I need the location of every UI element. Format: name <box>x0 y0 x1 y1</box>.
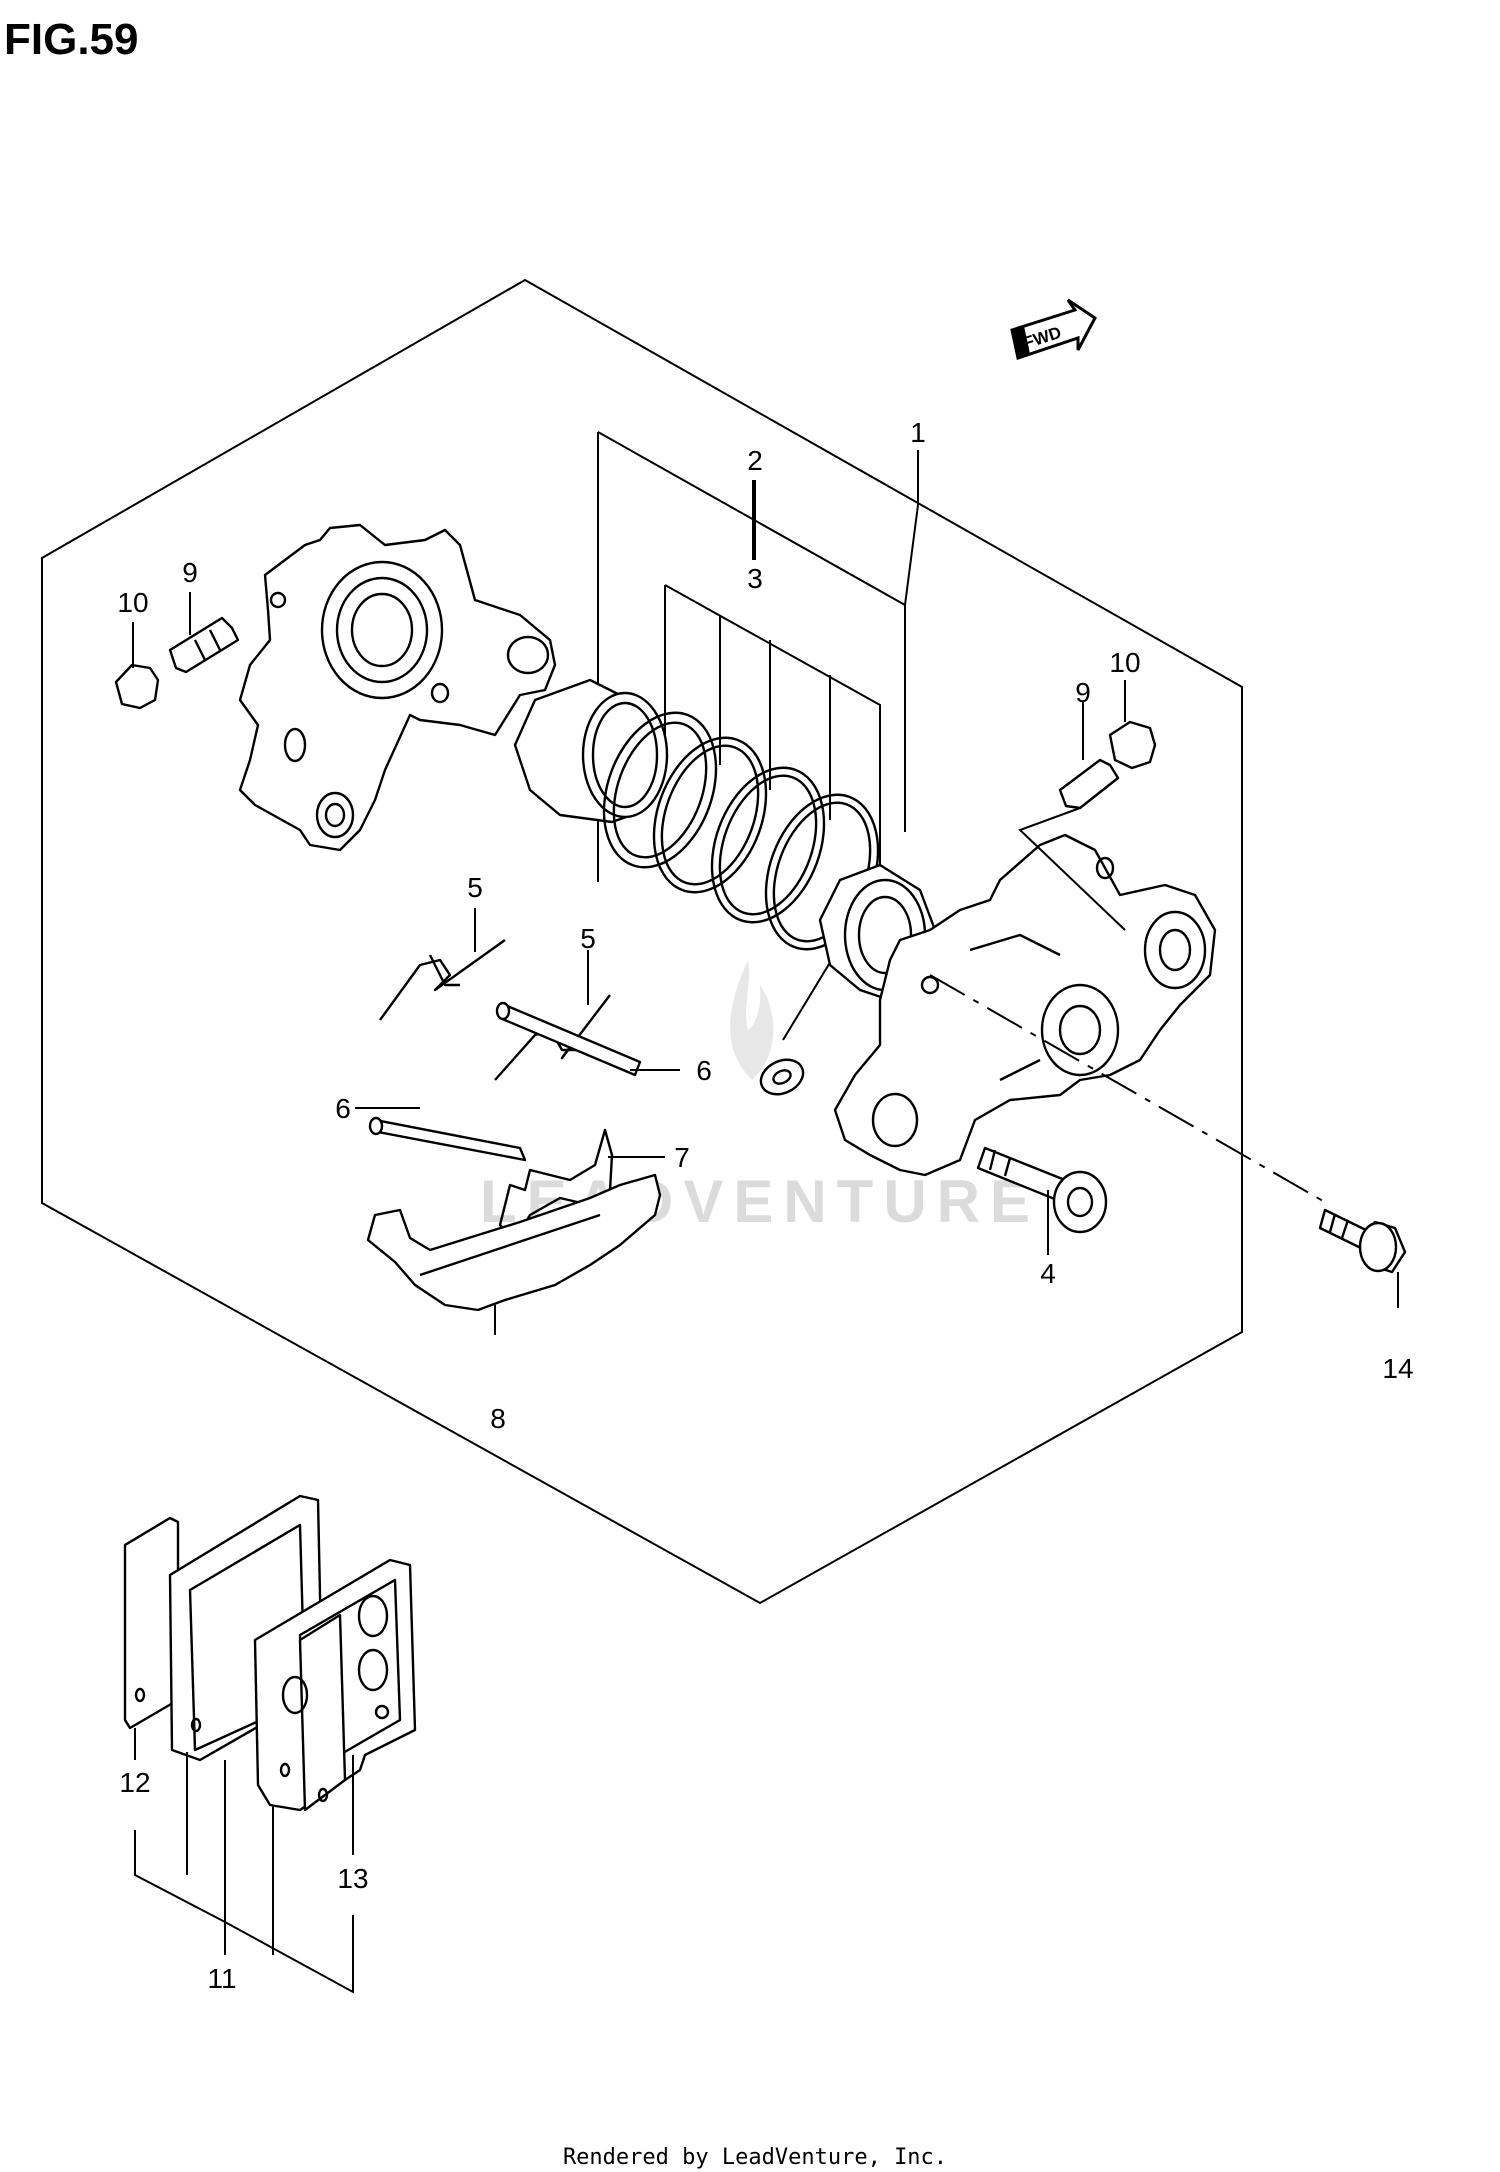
callout-5-left: 5 <box>467 872 483 903</box>
callout-5-right: 5 <box>580 923 596 954</box>
pad-retainer-clip <box>498 1128 614 1242</box>
washer-hole <box>772 1069 792 1085</box>
callout-3: 3 <box>747 563 763 594</box>
caliper-body-right <box>833 833 1217 1177</box>
callout-13: 13 <box>337 1863 368 1894</box>
callout-14: 14 <box>1382 1353 1413 1384</box>
callout-9-right: 9 <box>1075 677 1091 708</box>
bleeder-screw-right <box>1058 758 1120 810</box>
figure-title: FIG.59 <box>4 15 139 64</box>
callout-11: 11 <box>207 1963 236 1994</box>
callout-7: 7 <box>674 1142 690 1173</box>
callout-2: 2 <box>747 445 763 476</box>
piston <box>513 678 669 824</box>
callout-12: 12 <box>119 1767 150 1798</box>
callout-1: 1 <box>910 417 926 448</box>
assembly-frame <box>41 278 1243 1605</box>
leader-11-left <box>134 1760 226 1924</box>
leader-1b <box>904 504 919 606</box>
callout-6-left: 6 <box>335 1093 351 1124</box>
callout-10-left: 10 <box>117 587 148 618</box>
mounting-bolt <box>976 1146 1108 1234</box>
callout-8: 8 <box>490 1403 506 1434</box>
axis-line <box>929 974 1331 1206</box>
caliper-housing-left <box>238 523 557 852</box>
bleeder-screw-left <box>168 616 240 674</box>
callout-10-right: 10 <box>1109 647 1140 678</box>
callout-4: 4 <box>1040 1258 1056 1289</box>
callout-9-left: 9 <box>182 557 198 588</box>
pad-spring-1 <box>379 939 506 1021</box>
flange-bolt <box>1318 1208 1407 1274</box>
brake-pad-set <box>123 1494 417 1812</box>
pad-shim-plate <box>366 1173 662 1312</box>
pad-pin-lower <box>368 1116 527 1162</box>
washer <box>759 1058 805 1096</box>
leader-11-right <box>224 1915 354 1994</box>
callout-6-right: 6 <box>696 1055 712 1086</box>
footer-credit: Rendered by LeadVenture, Inc. <box>563 2145 947 2170</box>
pad-pin-upper <box>495 1001 642 1077</box>
bleeder-cap-right <box>1108 720 1157 770</box>
fwd-arrow-icon: FWD <box>1010 298 1097 360</box>
leader-9b-axis <box>1018 807 1126 931</box>
bleeder-cap-left <box>114 663 160 710</box>
